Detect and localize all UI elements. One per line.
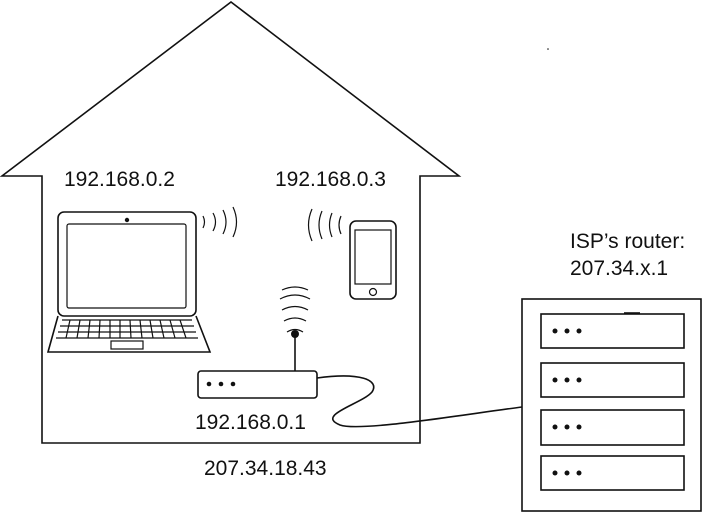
rack-unit-2 bbox=[540, 362, 685, 398]
router-ip-label: 192.168.0.1 bbox=[195, 411, 306, 434]
rack-unit-4 bbox=[540, 455, 685, 491]
laptop-keyboard bbox=[56, 319, 198, 350]
public-ip-label: 207.34.18.43 bbox=[204, 457, 327, 480]
laptop-ip-label: 192.168.0.2 bbox=[64, 168, 175, 191]
rack-unit-1 bbox=[540, 313, 685, 349]
isp-router bbox=[521, 298, 702, 512]
phone-icon bbox=[349, 220, 397, 300]
network-cable bbox=[316, 375, 523, 428]
isp-router-title: ISP’s router: bbox=[570, 230, 685, 253]
router-antenna-icon bbox=[279, 286, 311, 371]
phone-wifi-icon bbox=[307, 208, 342, 242]
laptop-wifi-icon bbox=[202, 206, 238, 238]
phone-ip-label: 192.168.0.3 bbox=[275, 168, 386, 191]
speck bbox=[547, 48, 549, 50]
laptop-icon bbox=[46, 211, 212, 353]
rack-unit-3 bbox=[540, 409, 685, 446]
isp-router-ip-label: 207.34.x.1 bbox=[570, 257, 668, 280]
house-outline bbox=[0, 0, 462, 444]
home-router bbox=[197, 370, 318, 399]
